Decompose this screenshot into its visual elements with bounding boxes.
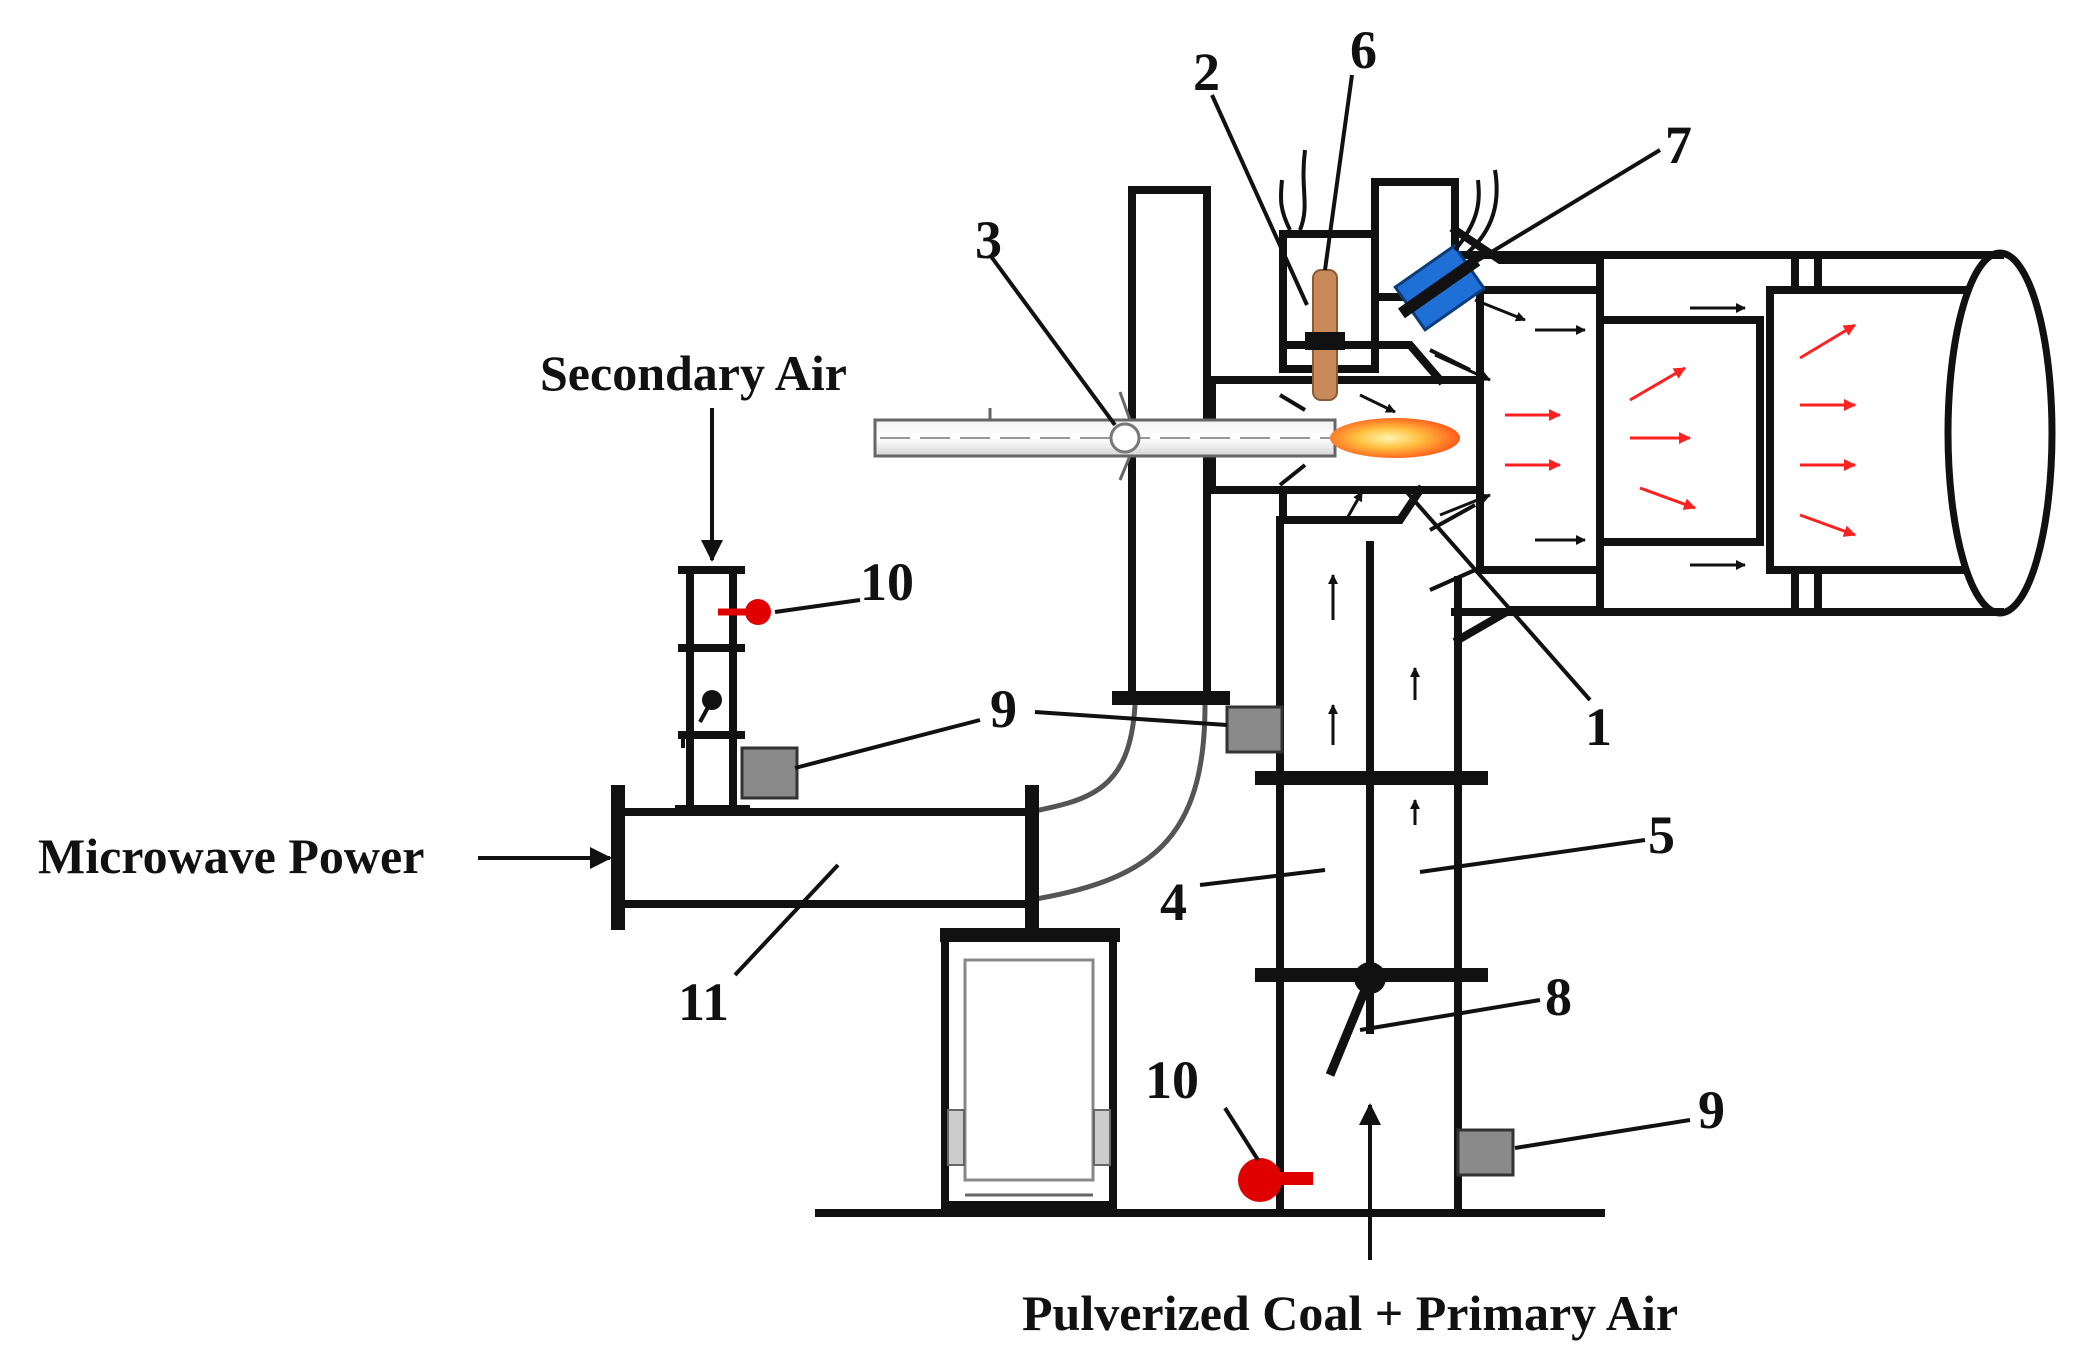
burner-head [1208,178,1484,524]
label-coal-primary-air: Pulverized Coal + Primary Air [1022,1285,1678,1341]
sensor-block-icon-lower [1456,1128,1515,1177]
microwave-generator [940,905,1120,1209]
combustion-chamber [1449,224,2056,646]
callout-1: 1 [1585,697,1612,757]
column-flow-arrows [1328,491,1420,825]
sensor-block-icon [740,746,799,800]
damper [1325,962,1386,1077]
tuner-column [675,566,750,816]
blue-window-icon [1393,243,1487,332]
red-valve-icon-lower [1238,1158,1313,1202]
swirl-vanes [1429,348,1476,592]
callout-9-lower: 9 [1698,1080,1725,1140]
sensor-block-icon-upper [1225,705,1284,754]
annulus-flow-arrows [1359,298,1746,570]
callout-3: 3 [975,210,1002,270]
callout-leaders [733,74,1691,1162]
callout-9-upper: 9 [990,679,1017,739]
electrode-icon [1279,149,1345,401]
callout-10-lower: 10 [1145,1050,1199,1110]
callout-11: 11 [678,972,729,1032]
waveguide-bend [1029,704,1208,903]
callout-7: 7 [1665,115,1692,175]
flame-icon [1330,418,1460,458]
callout-10-upper: 10 [860,552,914,612]
callout-2: 2 [1193,42,1220,102]
label-secondary-air: Secondary Air [540,345,847,401]
label-microwave-power: Microwave Power [38,828,424,884]
primary-air-duct [1276,516,1462,1217]
central-lance [873,391,1337,481]
callout-6: 6 [1350,20,1377,80]
red-valve-icon [718,599,771,625]
callout-8: 8 [1545,967,1572,1027]
callout-4: 4 [1160,872,1187,932]
callout-5: 5 [1648,805,1675,865]
hot-gas-arrows [1505,323,1856,537]
